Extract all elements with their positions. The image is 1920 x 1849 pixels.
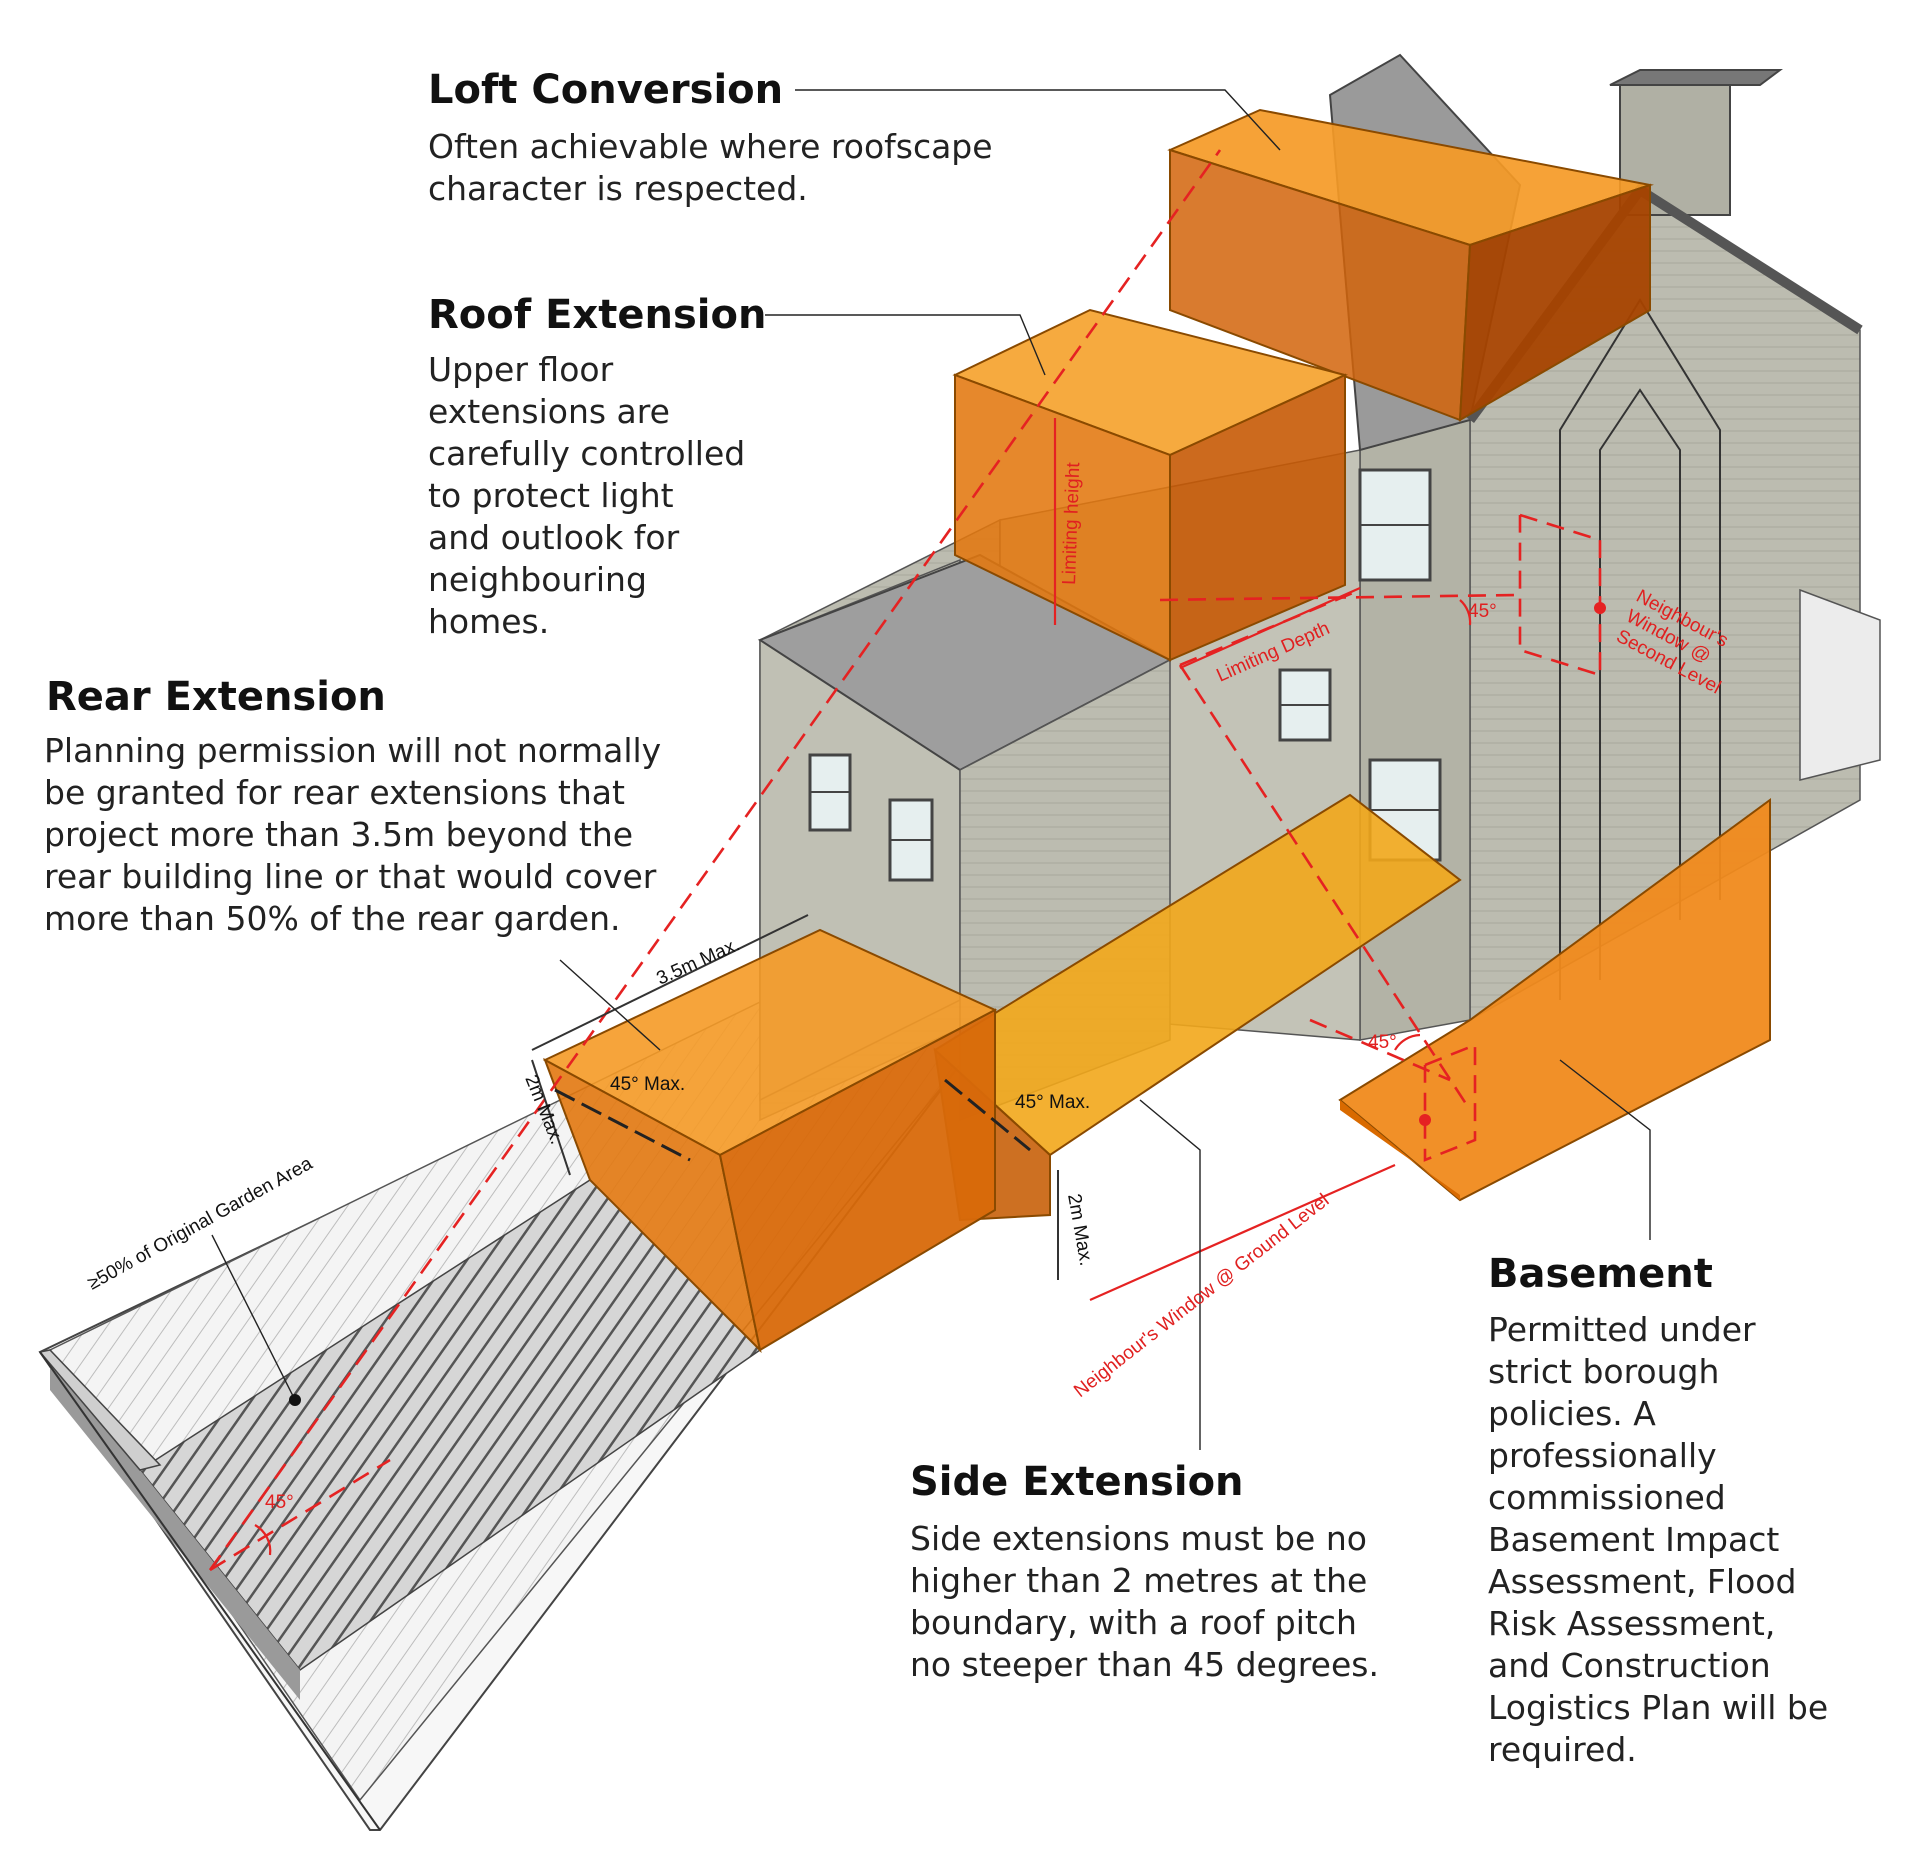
roof-line-6: neighbouring [428, 560, 647, 599]
side-line-2: higher than 2 metres at the [910, 1561, 1367, 1600]
rear-extension-volume [542, 928, 998, 1354]
neighbour-window-second-marker [1594, 602, 1606, 614]
basement-line-6: Basement Impact [1488, 1520, 1779, 1559]
loft-line-2: character is respected. [428, 169, 808, 208]
basement-line-1: Permitted under [1488, 1310, 1756, 1349]
label-45-max-side: 45° Max. [1015, 1092, 1090, 1113]
roof-line-5: and outlook for [428, 518, 680, 557]
section-basement: Basement Permitted under strict borough … [1488, 1251, 1828, 1769]
extension-volumes [542, 108, 1771, 1354]
roof-line-1: Upper floor [428, 350, 614, 389]
label-45-upper: 45° [1468, 601, 1497, 622]
dimension-lines [531, 914, 1059, 1280]
section-rear: Rear Extension Planning permission will … [44, 674, 661, 938]
roof-line-7: homes. [428, 602, 549, 641]
basement-line-7: Assessment, Flood [1488, 1562, 1796, 1601]
leader-lines [211, 89, 1651, 1450]
label-45-max-rear: 45° Max. [610, 1074, 685, 1095]
roof-line-2: extensions are [428, 392, 670, 431]
side-title: Side Extension [910, 1459, 1244, 1505]
red-annotations [208, 149, 1606, 1572]
garden-end-wall [38, 1349, 162, 1471]
basement-line-9: and Construction [1488, 1646, 1771, 1685]
basement-title: Basement [1488, 1251, 1713, 1297]
label-2m-max-side: 2m Max. [1063, 1192, 1096, 1267]
roof-line-4: to protect light [428, 476, 674, 515]
loft-title: Loft Conversion [428, 67, 783, 113]
basement-line-4: professionally [1488, 1436, 1717, 1475]
side-line-4: no steeper than 45 degrees. [910, 1645, 1379, 1684]
rear-title: Rear Extension [46, 674, 386, 720]
neighbour-window-ground-marker [1419, 1114, 1431, 1126]
side-line-3: boundary, with a roof pitch [910, 1603, 1357, 1642]
loft-line-1: Often achievable where roofscape [428, 127, 993, 166]
window [808, 753, 852, 832]
rear-line-4: rear building line or that would cover [44, 857, 657, 896]
label-limiting-height: Limiting height [1059, 461, 1084, 585]
basement-line-5: commissioned [1488, 1478, 1726, 1517]
section-side: Side Extension Side extensions must be n… [910, 1459, 1379, 1684]
window [1278, 668, 1332, 742]
window [1358, 468, 1432, 582]
rear-line-3: project more than 3.5m beyond the [44, 815, 633, 854]
window [888, 798, 934, 882]
basement-line-2: strict borough [1488, 1352, 1719, 1391]
label-45-garden: 45° [265, 1492, 294, 1513]
basement-line-8: Risk Assessment, [1488, 1604, 1775, 1643]
rear-line-1: Planning permission will not normally [44, 731, 661, 770]
rear-line-5: more than 50% of the rear garden. [44, 899, 620, 938]
section-roof: Roof Extension Upper floor extensions ar… [428, 292, 766, 641]
section-loft: Loft Conversion Often achievable where r… [428, 67, 993, 208]
basement-line-10: Logistics Plan will be [1488, 1688, 1828, 1727]
side-line-1: Side extensions must be no [910, 1519, 1367, 1558]
rear-line-2: be granted for rear extensions that [44, 773, 625, 812]
basement-line-11: required. [1488, 1730, 1637, 1769]
basement-line-3: policies. A [1488, 1394, 1656, 1433]
label-neighbour-ground: Neighbour's Window @ Ground Level [1070, 1190, 1333, 1402]
basement-volume [1338, 798, 1771, 1202]
label-45-lower: 45° [1368, 1032, 1397, 1053]
loft-conversion-volume [1167, 108, 1654, 422]
roof-line-3: carefully controlled [428, 434, 745, 473]
roof-title: Roof Extension [428, 292, 766, 338]
